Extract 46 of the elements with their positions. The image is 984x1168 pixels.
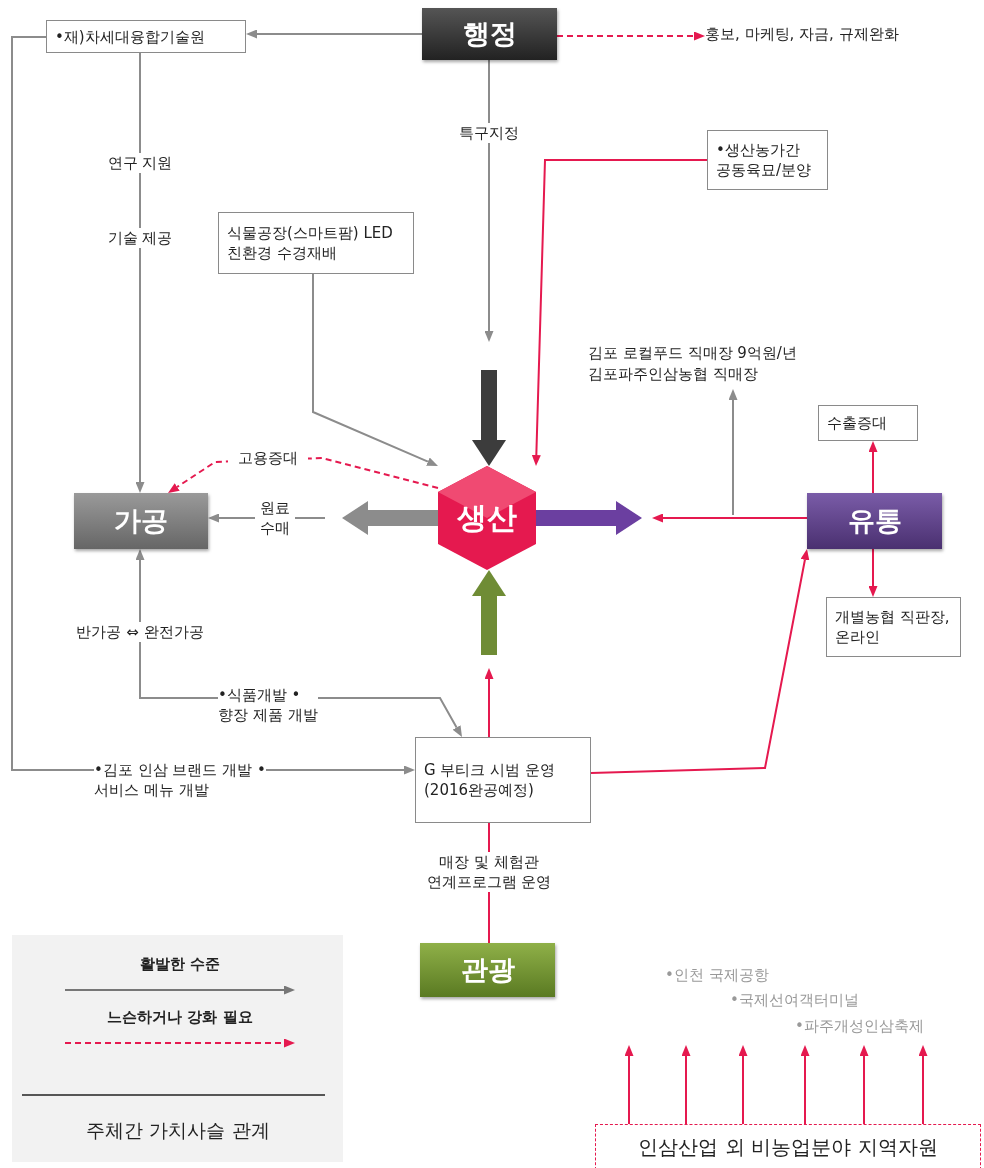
note-text: •국제선여객터미널: [730, 990, 860, 1010]
arrow: [868, 548, 878, 597]
arrow: [800, 1045, 810, 1125]
edge-label: 원료 수매: [255, 498, 295, 538]
note-text: 홍보, 마케팅, 자금, 규제완화: [705, 24, 965, 50]
stage-box: 가공: [74, 493, 208, 549]
note-text: •파주개성인삼축제: [795, 1016, 925, 1036]
arrow: [624, 1045, 634, 1125]
note-box: 개별농협 직판장, 온라인: [826, 597, 961, 657]
note-box: •생산농가간 공동육묘/분양: [707, 130, 828, 190]
note-text: 김포 로컬푸드 직매장 9억원/년 김포파주인삼농협 직매장: [588, 343, 820, 389]
arrow: [246, 29, 423, 39]
block-arrow: [342, 501, 438, 535]
stage-box: 관광: [420, 943, 555, 997]
legend-title: 주체간 가치사슬 관계: [85, 1120, 271, 1140]
arrow: [484, 668, 494, 738]
arrow: [738, 1045, 748, 1125]
arrow: [652, 513, 808, 523]
arrow: [859, 1045, 869, 1125]
hexagon: 생산: [438, 466, 536, 570]
arrow: [918, 1045, 928, 1125]
edge-label: •김포 인삼 브랜드 개발 •서비스 메뉴 개발: [94, 760, 266, 800]
legend-text: 느슨하거나 강화 필요: [106, 1007, 254, 1027]
dashed-arrow: [556, 31, 705, 41]
arrow: [590, 549, 810, 774]
arrow: [135, 52, 145, 493]
note-box: G 부티크 시범 운영 (2016완공예정): [415, 737, 591, 823]
arrow: [681, 1045, 691, 1125]
dashed-box: 인삼산업 외 비농업분야 지역자원: [595, 1124, 981, 1168]
edge-label: 고용증대: [228, 448, 308, 468]
org-box: •재)차세대융합기술원: [46, 20, 246, 53]
edge-label: •식품개발 •향장 제품 개발: [218, 685, 318, 725]
arrow: [312, 273, 438, 466]
arrow: [531, 159, 708, 466]
note-box: 식물공장(스마트팜) LED 친환경 수경재배: [218, 212, 414, 274]
arrow: [484, 59, 494, 342]
legend-text: 활발한 수준: [138, 954, 222, 974]
arrow: [868, 441, 878, 494]
stage-box: 유통: [807, 493, 942, 549]
stage-box: 행정: [422, 8, 557, 60]
note-text: •인천 국제공항: [665, 965, 770, 985]
block-arrow: [472, 570, 506, 655]
arrow: [728, 389, 738, 516]
block-arrow: [472, 370, 506, 466]
block-arrow: [536, 501, 642, 535]
note-box: 수출증대: [818, 405, 918, 441]
